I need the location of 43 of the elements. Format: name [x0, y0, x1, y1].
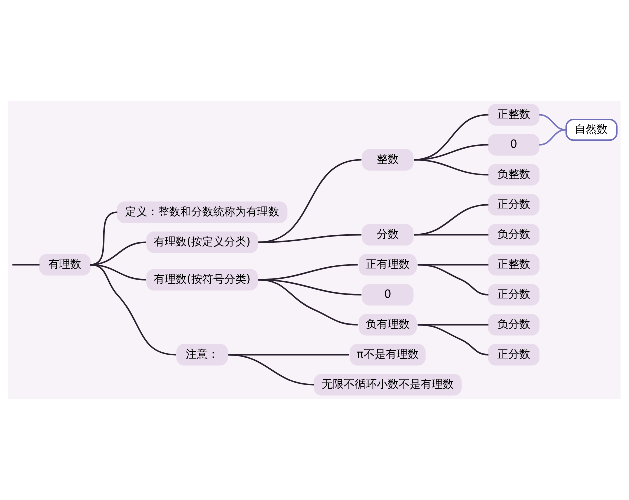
node-box: 负分数 [488, 314, 540, 336]
node-box: 正分数 [488, 284, 540, 306]
node-box: 0 [488, 134, 540, 156]
connector [258, 234, 362, 244]
connector [539, 114, 567, 131]
connector [418, 264, 489, 296]
node-box: 整数 [362, 149, 414, 171]
node-box: 无限不循环小数不是有理数 [314, 374, 462, 396]
node-box: 0 [362, 284, 414, 306]
connector [414, 204, 489, 236]
connector [258, 159, 362, 244]
connector [12, 264, 40, 266]
connector [418, 264, 489, 266]
node-box: 负整数 [488, 164, 540, 186]
connector [258, 279, 358, 326]
connector [258, 264, 358, 281]
node-box: 有理数(按定义分类) [146, 232, 258, 254]
connector [414, 234, 489, 236]
node-box: 自然数 [566, 119, 618, 142]
node-box: 正分数 [488, 194, 540, 216]
connector [90, 242, 146, 266]
connector [228, 354, 314, 386]
node-box: 定义：整数和分数统称为有理数 [117, 202, 288, 224]
node-box: 分数 [362, 224, 414, 246]
connector [539, 129, 567, 146]
node-box: 正整数 [488, 104, 540, 126]
node-box: 正整数 [488, 254, 540, 276]
node-box: 正分数 [488, 344, 540, 366]
connector [418, 324, 489, 356]
connector [228, 354, 350, 356]
node-box: 正有理数 [358, 254, 417, 276]
node-box: π不是有理数 [350, 344, 426, 366]
node-box: 负有理数 [358, 314, 417, 336]
node-box: 有理数 [39, 254, 91, 276]
node-box: 负分数 [488, 224, 540, 246]
connector [414, 144, 489, 161]
node-box: 有理数(按符号分类) [146, 269, 258, 291]
connector [258, 279, 362, 296]
connector [90, 264, 176, 356]
connector [414, 159, 489, 176]
connector [414, 114, 489, 161]
node-box: 注意： [176, 344, 228, 366]
connector [418, 324, 489, 326]
